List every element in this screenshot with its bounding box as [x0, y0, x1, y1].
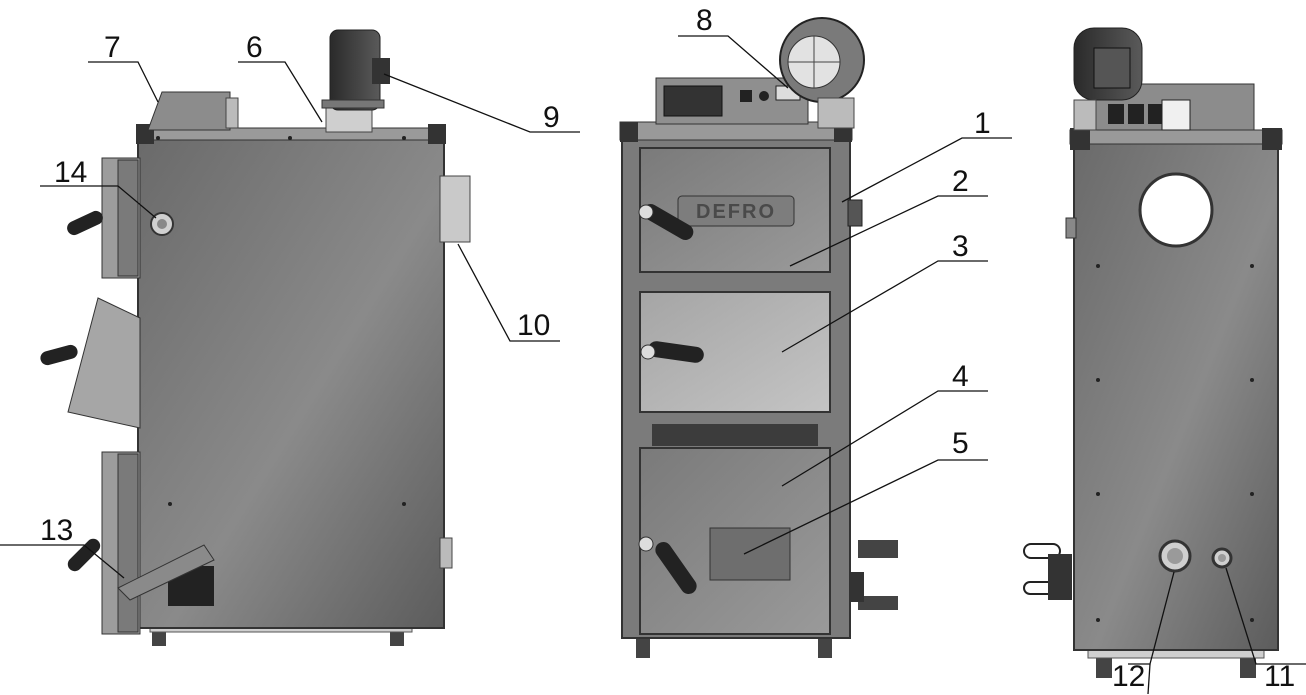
- callout-14-label: 14: [54, 156, 87, 189]
- callout-4: 4: [781, 360, 988, 487]
- side-body: [137, 135, 445, 629]
- front-controller-switch: [740, 90, 752, 102]
- rear-foot-left: [1096, 656, 1112, 678]
- callout-5-label: 5: [952, 427, 969, 460]
- callout-12-label: 12: [1112, 660, 1145, 693]
- side-upper-handle: [67, 210, 103, 236]
- flue-outlet: [439, 175, 471, 243]
- rear-top-cap: [1069, 129, 1283, 145]
- front-gap: [652, 424, 818, 446]
- controller-plug: [225, 97, 239, 129]
- side-view: [40, 29, 471, 646]
- rear-fan-stand: [1073, 99, 1097, 131]
- side-lower-connection: [439, 537, 453, 569]
- rear-foot-right: [1240, 656, 1256, 678]
- callout-6-leader: [238, 61, 323, 123]
- rear-view: [1023, 27, 1283, 678]
- drain-connection-inner: [1218, 554, 1226, 562]
- callout-3-leader: [781, 260, 988, 353]
- side-lower-door-frame: [117, 453, 139, 633]
- side-fan-flange: [321, 99, 385, 109]
- callout-10: 10: [457, 243, 560, 342]
- callout-11-leader: [1225, 567, 1306, 665]
- callout-12: 12: [1112, 571, 1175, 695]
- side-flue-stub: [325, 107, 373, 133]
- thermometer-dial: [157, 219, 167, 229]
- rear-flue-opening: [1138, 172, 1214, 248]
- callout-13-leader: [0, 544, 125, 579]
- side-corner-right: [428, 124, 446, 144]
- callout-3-label: 3: [952, 230, 969, 263]
- rear-socket-1: [1108, 104, 1124, 124]
- callout-2-leader: [789, 195, 988, 267]
- front-lever-upper: [858, 540, 898, 558]
- front-top-cap: [619, 121, 853, 141]
- callout-6: 6: [238, 31, 323, 123]
- front-lower-handle: [655, 541, 697, 595]
- front-lever-lower: [858, 596, 898, 610]
- rear-fan-outlet: [1093, 47, 1131, 89]
- callout-1-leader: [841, 137, 1012, 203]
- front-ash-flap: [709, 527, 791, 581]
- callout-11-label: 11: [1264, 660, 1295, 693]
- callout-9-leader: [383, 73, 580, 133]
- front-brand-plate: [677, 195, 795, 227]
- front-fan-stand: [817, 97, 855, 129]
- rear-socket-2: [1128, 104, 1144, 124]
- callout-7: 7: [88, 31, 159, 103]
- callout-8-label: 8: [696, 4, 713, 37]
- front-foot-left: [636, 636, 650, 658]
- callout-4-label: 4: [952, 360, 969, 393]
- front-side-fitting: [847, 199, 863, 227]
- controller-housing: [147, 91, 231, 131]
- callout-1-label: 1: [974, 107, 991, 140]
- callout-11: 11: [1225, 567, 1306, 693]
- return-connection-inner: [1167, 548, 1183, 564]
- front-corner-left: [620, 122, 638, 142]
- callout-3: 3: [781, 230, 988, 353]
- front-lever-bracket: [850, 572, 864, 602]
- rear-side-fitting: [1065, 217, 1077, 239]
- callout-2: 2: [789, 165, 988, 267]
- callout-14-leader: [40, 185, 157, 219]
- front-controller-display: [663, 85, 723, 117]
- callout-13: 13: [0, 514, 125, 579]
- front-view: DEFRO: [619, 17, 898, 658]
- callout-8-leader: [678, 35, 789, 89]
- side-upper-door-frame: [117, 159, 139, 277]
- callout-14: 14: [40, 156, 157, 219]
- front-middle-handle: [648, 341, 704, 363]
- callout-9: 9: [383, 73, 580, 134]
- side-fan-motor: [372, 58, 390, 84]
- rear-corner-right: [1262, 128, 1282, 150]
- front-controller-knob: [759, 91, 769, 101]
- callout-1: 1: [841, 107, 1012, 203]
- rear-socket-4: [1161, 99, 1191, 131]
- callout-5-leader: [743, 459, 988, 555]
- callout-7-label: 7: [104, 31, 121, 64]
- callout-7-leader: [88, 61, 159, 103]
- callout-6-label: 6: [246, 31, 263, 64]
- callout-13-label: 13: [40, 514, 73, 547]
- side-middle-handle: [40, 344, 78, 366]
- callout-2-label: 2: [952, 165, 969, 198]
- callout-9-label: 9: [543, 101, 560, 134]
- callout-8: 8: [678, 4, 789, 89]
- callout-10-leader: [457, 243, 560, 342]
- brand-label: DEFRO: [696, 201, 776, 223]
- grate-lever: [117, 544, 215, 601]
- front-lower-door: [639, 447, 831, 635]
- rear-socket-3: [1148, 104, 1164, 124]
- front-upper-handle: [642, 204, 694, 240]
- callout-5: 5: [743, 427, 988, 555]
- callout-4-leader: [781, 390, 988, 487]
- callout-10-label: 10: [517, 309, 550, 342]
- side-middle-door: [67, 297, 141, 429]
- side-lower-handle: [67, 538, 101, 572]
- rear-corner-left: [1070, 128, 1090, 150]
- front-foot-right: [818, 636, 832, 658]
- rear-lever-bracket: [1048, 554, 1072, 600]
